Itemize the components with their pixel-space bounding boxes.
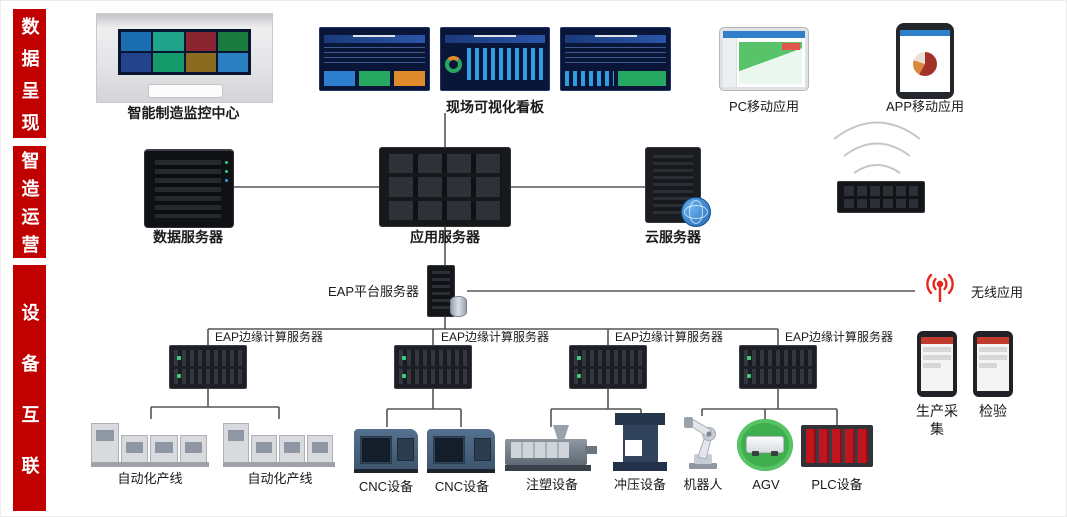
equipment-label-cnc-1: CNC设备 — [358, 479, 414, 494]
app-server-image — [379, 147, 511, 227]
pc-app-image — [719, 27, 809, 91]
pc-app-label: PC移动应用 — [728, 99, 800, 114]
production-collect-label: 生产采集 — [916, 403, 958, 437]
handheld-inspection-phone — [973, 331, 1013, 397]
globe-icon — [681, 197, 711, 227]
agv-vehicle — [737, 419, 793, 471]
equipment-label-production-line-1: 自动化产线 — [117, 471, 183, 486]
inspection-label: 检验 — [979, 403, 1007, 419]
cloud-server-image — [645, 147, 711, 227]
gateway-server-image — [837, 181, 925, 213]
robot-arm — [677, 413, 727, 471]
edge-server-3 — [569, 345, 647, 389]
section-label: 智造运营 — [19, 151, 40, 263]
edge-server-1 — [169, 345, 247, 389]
room-ceiling — [97, 14, 272, 27]
wireless-arcs — [833, 121, 921, 174]
eap-platform-label: EAP平台服务器 — [327, 284, 419, 299]
cnc-machine-1 — [354, 425, 418, 473]
pie-chart-icon — [913, 52, 937, 77]
wireless-signal-icon — [917, 267, 963, 305]
dashboard-screen-2 — [439, 27, 551, 91]
equipment-label-agv: AGV — [752, 477, 780, 492]
eap-platform-server-image — [425, 265, 467, 317]
section-label: 设备互联 — [19, 302, 40, 507]
equipment-label-robot: 机器人 — [683, 477, 723, 492]
data-server-label: 数据服务器 — [153, 229, 223, 245]
cnc-machine-2 — [427, 425, 495, 473]
video-wall — [118, 28, 251, 75]
handheld-production-phone — [917, 331, 957, 397]
equipment-label-production-line-2: 自动化产线 — [247, 471, 313, 486]
equipment-label-injection: 注塑设备 — [525, 477, 578, 492]
injection-molding-machine — [505, 425, 597, 471]
edge-server-label-1: EAP边缘计算服务器 — [215, 330, 324, 344]
monitor-center-image — [96, 13, 273, 103]
equipment-label-cnc-2: CNC设备 — [434, 479, 490, 494]
data-server-image — [144, 149, 234, 228]
equipment-label-stamping: 冲压设备 — [613, 477, 666, 492]
monitor-center-label: 智能制造监控中心 — [127, 105, 240, 121]
production-line-2 — [223, 417, 335, 467]
wireless-app-label: 无线应用 — [971, 285, 1024, 300]
production-line-1 — [91, 417, 209, 467]
dashboards-label: 现场可视化看板 — [446, 99, 544, 115]
equipment-label-plc: PLC设备 — [811, 477, 863, 492]
edge-server-2 — [394, 345, 472, 389]
section-bar-operation: 智造运营 — [13, 146, 46, 263]
edge-server-label-3: EAP边缘计算服务器 — [615, 330, 724, 344]
edge-server-label-2: EAP边缘计算服务器 — [441, 330, 550, 344]
dashboard-screen-1 — [319, 27, 430, 91]
edge-server-4 — [739, 345, 817, 389]
mobile-app-label: APP移动应用 — [885, 99, 964, 114]
app-server-label: 应用服务器 — [410, 229, 480, 245]
dashboard-screens — [319, 27, 672, 91]
disk-icon — [450, 296, 467, 317]
section-bar-interconnect: 设备互联 — [13, 265, 46, 511]
dashboard-screen-3 — [560, 27, 672, 91]
plc-rack — [801, 425, 873, 467]
cloud-server-label: 云服务器 — [645, 229, 701, 245]
control-desk — [147, 84, 224, 98]
section-label: 数据呈现 — [19, 16, 40, 145]
stamping-press — [609, 413, 671, 471]
donut-chart-icon — [444, 55, 462, 73]
mobile-app-image — [896, 23, 954, 99]
section-bar-presentation: 数据呈现 — [13, 9, 46, 145]
edge-server-label-4: EAP边缘计算服务器 — [785, 330, 894, 344]
bar-chart-icon — [466, 48, 546, 80]
